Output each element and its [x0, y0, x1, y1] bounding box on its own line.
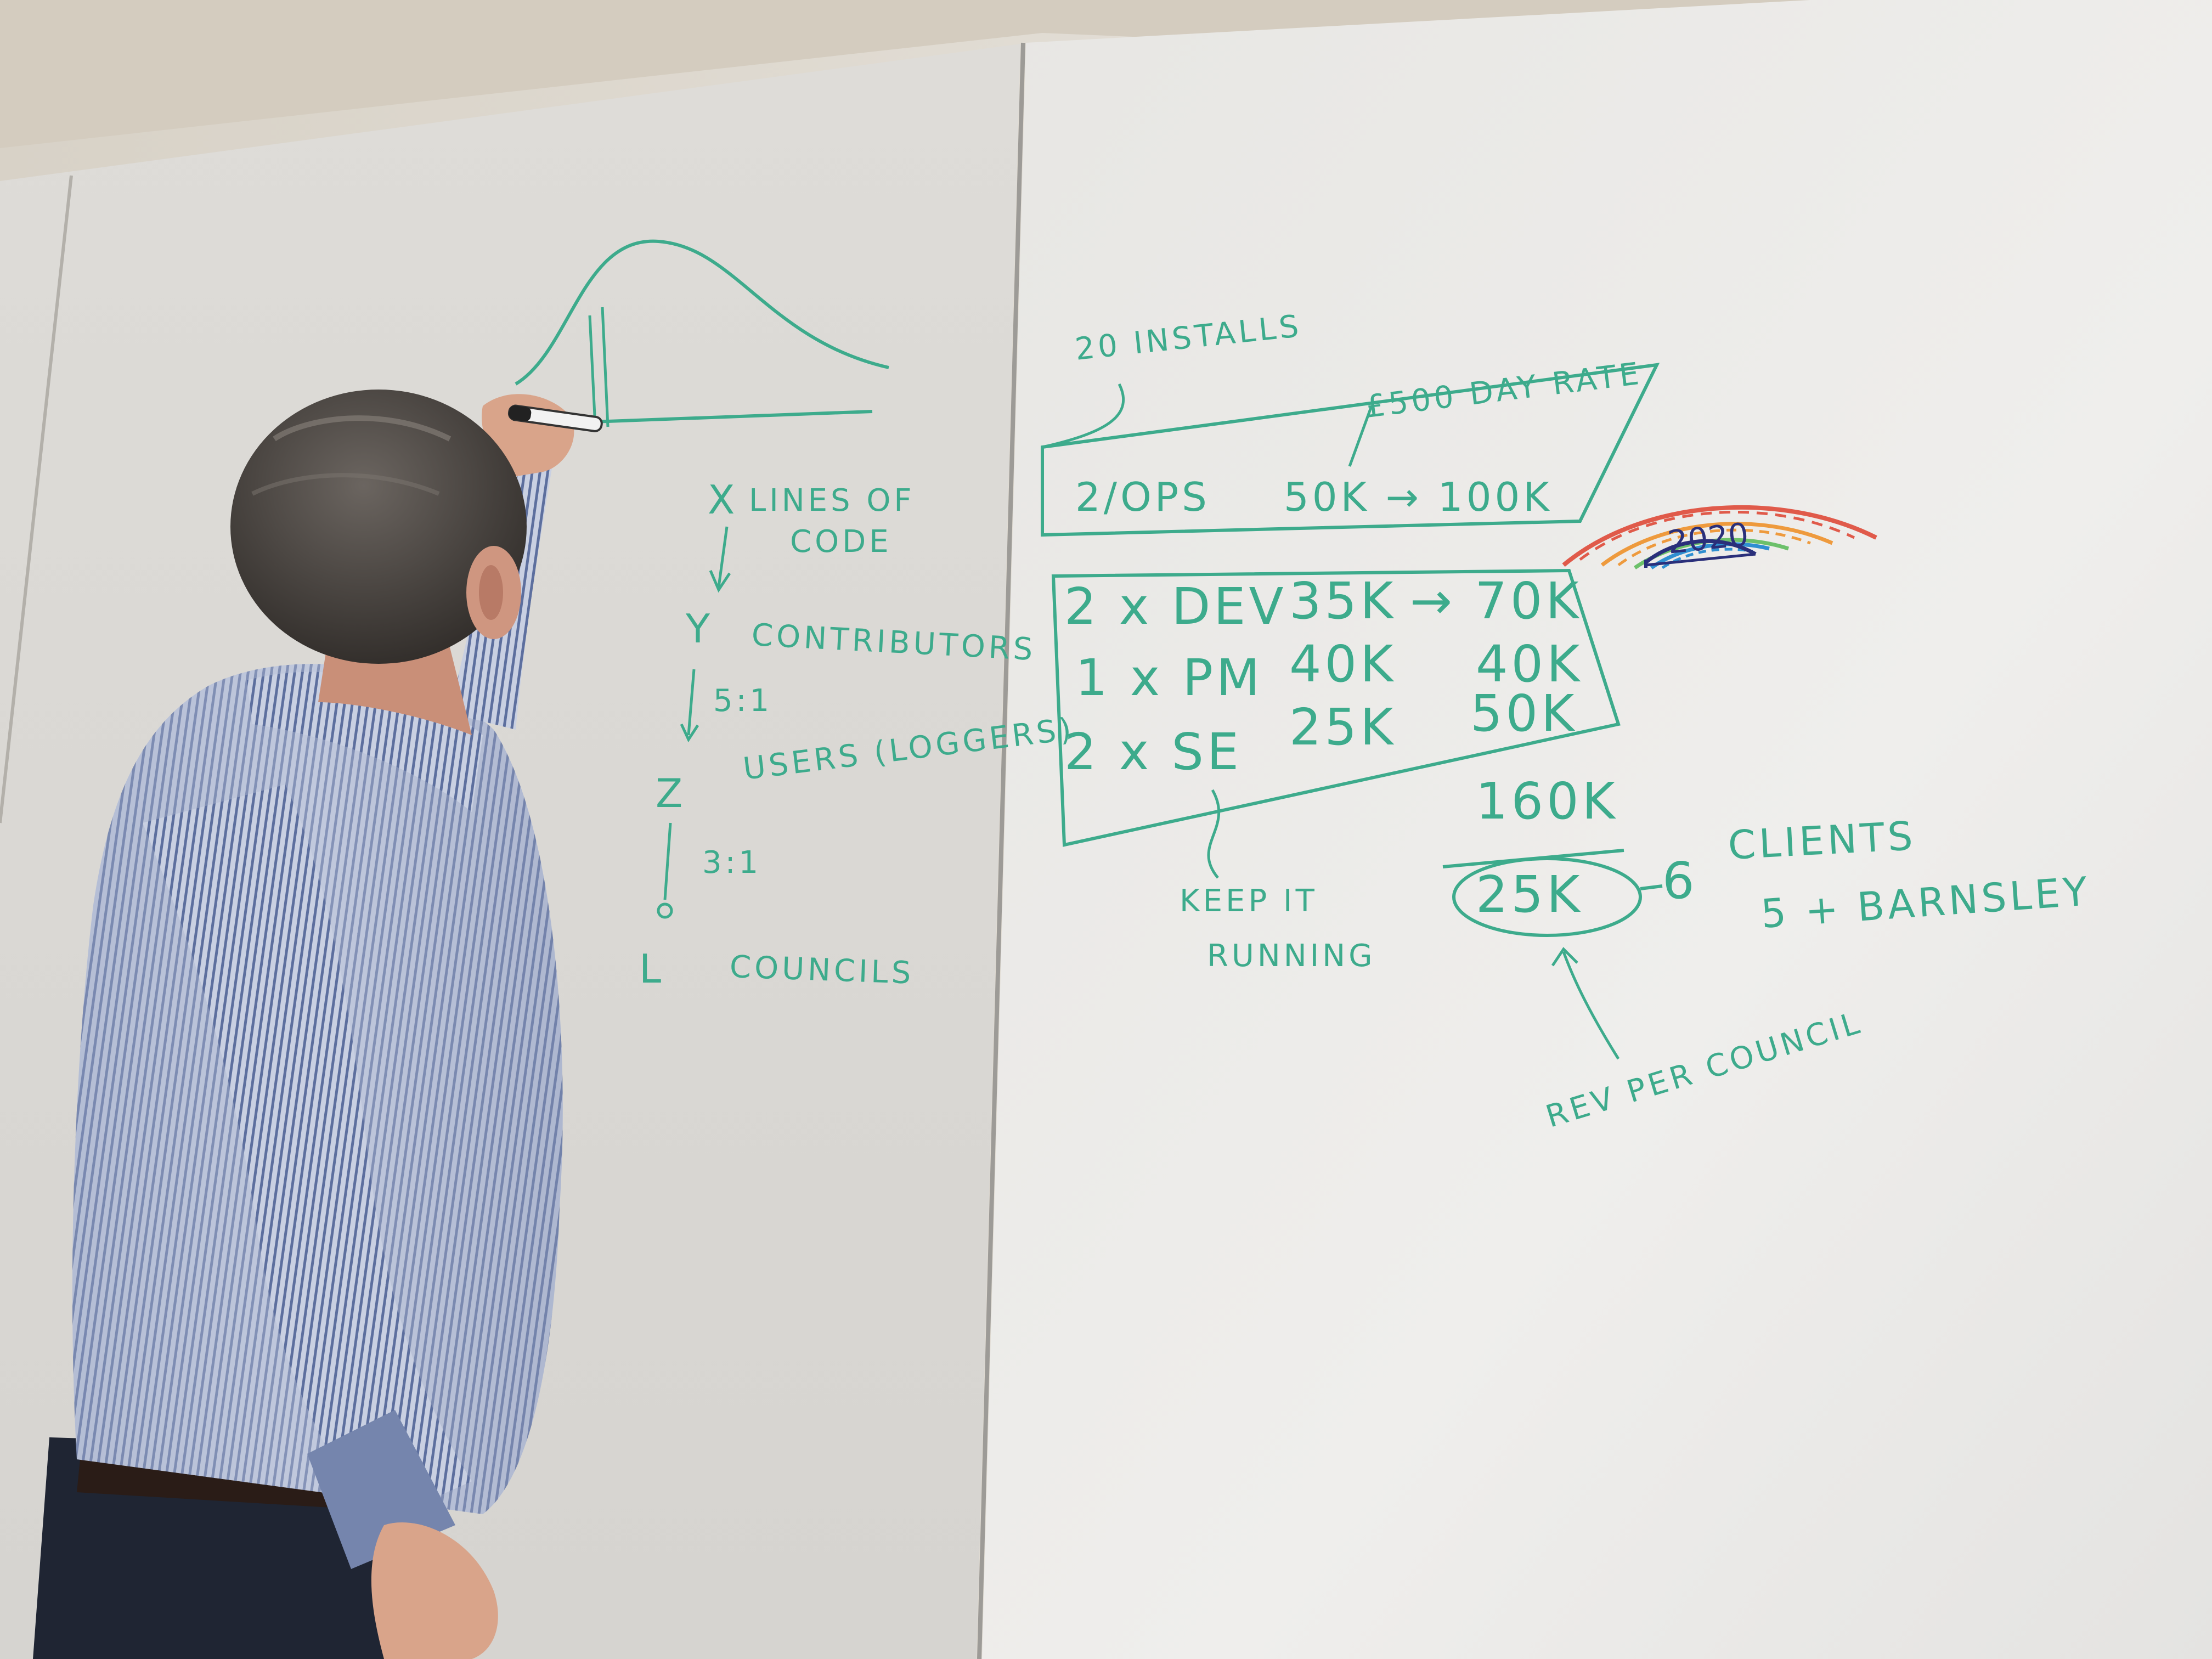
- row-pm-b: 40K: [1476, 635, 1583, 693]
- lines-of-code-x: X: [708, 477, 738, 523]
- ratio-3-1: 3:1: [702, 845, 762, 881]
- councils-l: L: [639, 946, 665, 992]
- keep-running-2: RUNNING: [1207, 938, 1376, 974]
- users-z: Z: [656, 770, 686, 816]
- row-dev-b: → 70K: [1410, 572, 1582, 630]
- clients-count: 6: [1662, 851, 1698, 910]
- ratio-5-1: 5:1: [713, 683, 773, 719]
- row-dev-a: 35K: [1289, 572, 1397, 630]
- row-pm-role: 1 x PM: [1075, 648, 1263, 707]
- rainbow-drawing: [1562, 505, 1877, 569]
- clients-label: CLIENTS: [1726, 812, 1917, 868]
- contributors-y: Y: [686, 606, 713, 652]
- ops-label: 2/OPS: [1075, 474, 1210, 520]
- total-value: 160K: [1476, 772, 1618, 831]
- lines-of-code-label: LINES OF: [749, 483, 915, 518]
- person: [33, 390, 603, 1659]
- councils-label: COUNCILS: [729, 949, 915, 991]
- ops-value: 50K → 100K: [1284, 474, 1553, 520]
- per-council-value: 25K: [1476, 865, 1583, 924]
- lines-of-code-label-2: CODE: [790, 524, 892, 560]
- row-se-a: 25K: [1289, 698, 1397, 757]
- row-se-role: 2 x SE: [1064, 723, 1242, 781]
- row-dev-role: 2 x DEV: [1064, 577, 1287, 636]
- keep-running-1: KEEP IT: [1180, 883, 1318, 919]
- row-se-b: 50K: [1470, 684, 1578, 743]
- row-pm-a: 40K: [1289, 635, 1397, 693]
